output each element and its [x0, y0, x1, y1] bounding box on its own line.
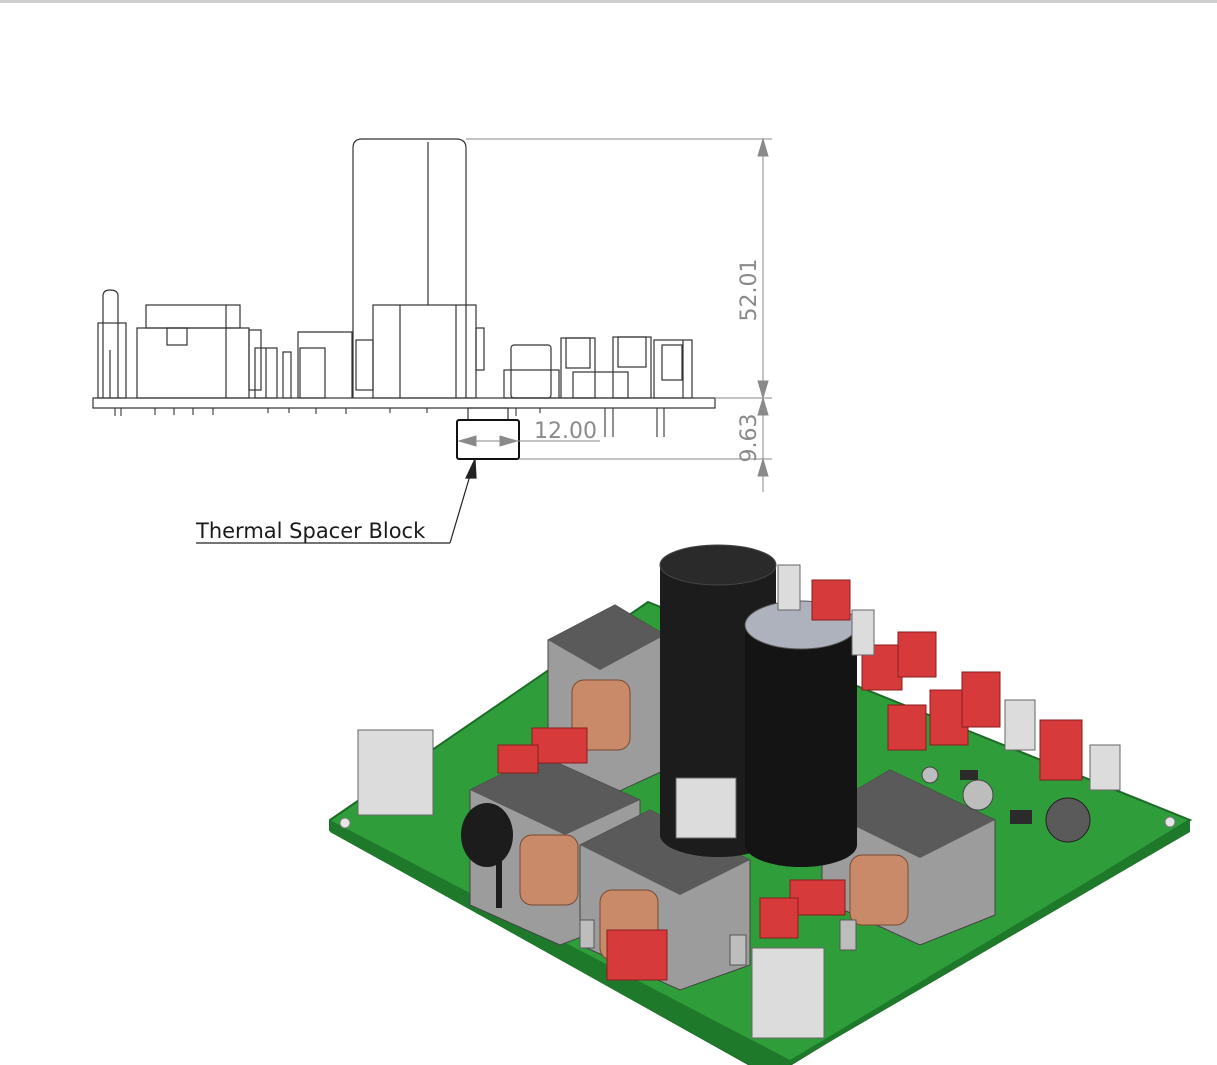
dimension-spacer-width: 12.00 [534, 419, 597, 444]
dimension-spacer-height: 9.63 [737, 414, 762, 463]
connectors [357, 564, 1121, 1039]
small-components [461, 766, 1091, 966]
top-border [0, 0, 1217, 3]
transformer-side [372, 304, 477, 399]
thermal-spacer-block [456, 419, 520, 460]
inductor-4 [821, 769, 996, 946]
tall-capacitor-side [352, 138, 467, 398]
isometric-render [329, 544, 1193, 1065]
callout-label: Thermal Spacer Block [195, 519, 426, 543]
capacitor-2 [744, 600, 858, 867]
side-view [92, 138, 716, 460]
pcb-side [92, 397, 716, 409]
film-capacitors [497, 579, 1083, 981]
connector-side-1 [136, 327, 250, 399]
dimensions [457, 137, 772, 492]
dimension-overall-height: 52.01 [737, 259, 762, 322]
callout-leader [196, 458, 477, 544]
